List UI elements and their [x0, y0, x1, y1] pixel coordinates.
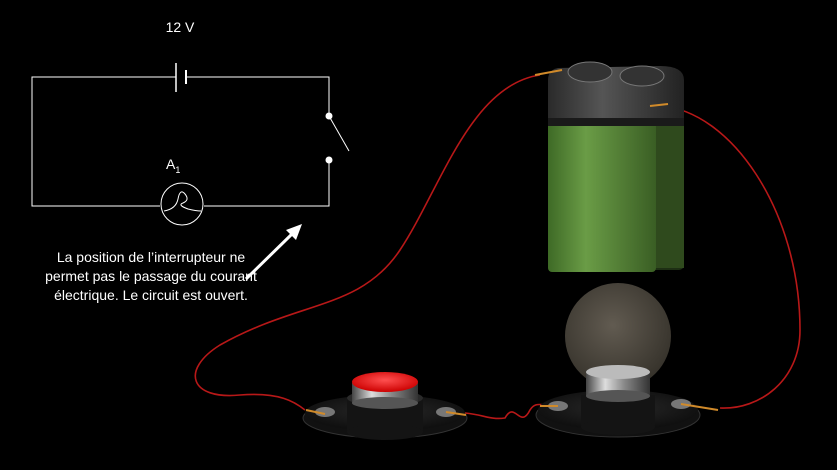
- explanation-caption: La position de l’interrupteur ne permet …: [45, 249, 257, 303]
- battery-9v: [534, 61, 684, 272]
- wire-switch-to-bulb: [464, 403, 549, 420]
- circuit-schematic: [31, 63, 350, 226]
- push-button-switch: [302, 372, 468, 440]
- wires: [194, 74, 801, 420]
- schematic-wire: [31, 76, 330, 207]
- ammeter-label-main: A: [166, 156, 176, 172]
- wire-battery-to-switch: [194, 74, 541, 411]
- bulb-glass: [565, 283, 671, 389]
- switch-contact-top: [325, 112, 333, 120]
- lamp-symbol: [160, 182, 204, 226]
- lamp-filament: [163, 191, 202, 212]
- ammeter-label-sub: 1: [175, 164, 181, 175]
- battery-terminal-right: [619, 65, 665, 87]
- ammeter-label: A1: [166, 156, 180, 175]
- switch-lever: [328, 115, 350, 152]
- arrow-icon: [244, 224, 302, 281]
- battery-terminal-left: [567, 61, 613, 83]
- switch-contact-bottom: [325, 156, 333, 164]
- red-button-cap: [352, 372, 418, 392]
- wire-battery-to-bulb: [659, 105, 801, 409]
- voltage-label: 12 V: [165, 19, 195, 35]
- light-bulb: [535, 283, 719, 438]
